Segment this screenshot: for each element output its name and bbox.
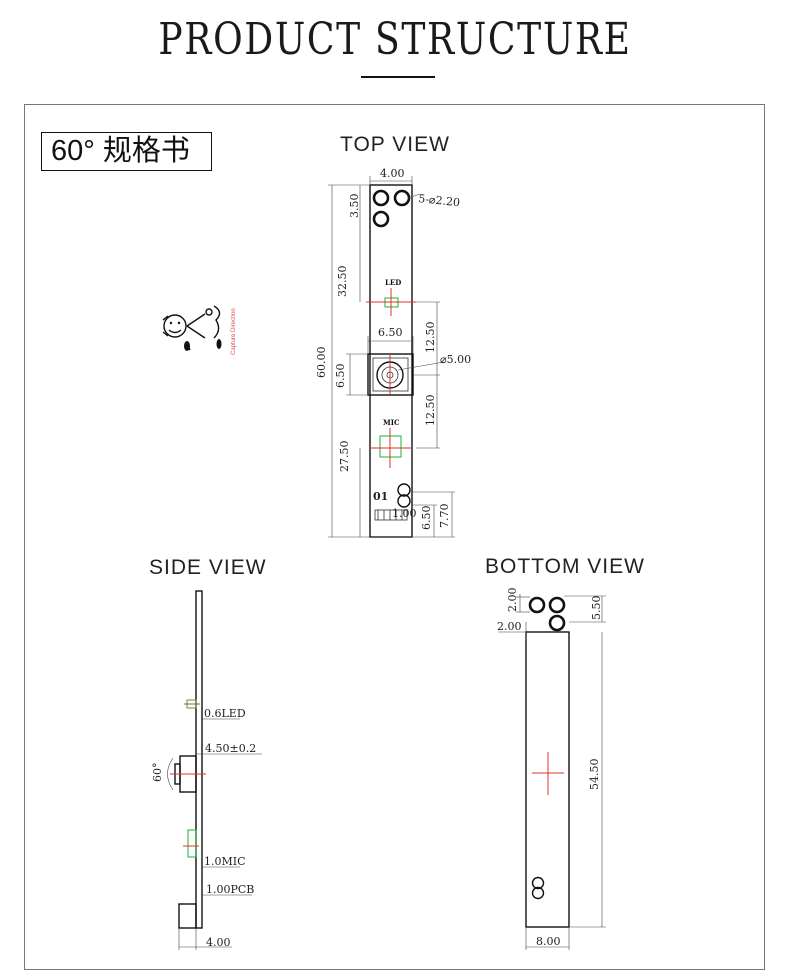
side-dim-pcb: 1.00PCB xyxy=(206,883,254,896)
dim-conn-b: 7.70 xyxy=(438,504,451,529)
bottom-dim-width: 8.00 xyxy=(536,935,561,948)
side-dim-angle: 60° xyxy=(151,763,164,783)
dim-lens-height: 6.50 xyxy=(334,364,347,389)
dim-holes: 5-⌀2.20 xyxy=(418,192,461,209)
mic-label: MIC xyxy=(383,418,400,427)
side-view-drawing xyxy=(167,590,262,950)
led-label: LED xyxy=(385,278,401,287)
bottom-view-drawing xyxy=(498,594,606,950)
hole xyxy=(372,210,390,228)
dim-total-length: 60.00 xyxy=(315,347,328,379)
page-title: PRODUCT STRUCTURE xyxy=(158,14,632,65)
top-view-label: TOP VIEW xyxy=(340,133,450,156)
dim-mic-pos: 27.50 xyxy=(338,441,351,473)
bottom-dim-length: 54.50 xyxy=(588,759,601,791)
dim-hole-offset: 3.50 xyxy=(348,194,361,219)
capture-direction-text: Capture Direction xyxy=(231,308,237,355)
side-dim-mic: 1.0MIC xyxy=(204,855,246,868)
mark-01: 01 xyxy=(373,490,388,503)
hole xyxy=(528,596,546,614)
dim-lens-dia: ⌀5.00 xyxy=(440,353,471,366)
side-dim-connector: 4.00 xyxy=(206,936,231,949)
dim-lens-width: 6.50 xyxy=(378,326,403,339)
dim-conn-a: 6.50 xyxy=(420,506,433,531)
dim-width-top: 4.00 xyxy=(380,167,405,180)
bottom-dim-hole-b: 2.00 xyxy=(497,620,522,633)
dim-upper-span: 12.50 xyxy=(424,322,437,354)
bottom-dim-hole-c: 5.50 xyxy=(590,596,603,621)
dim-lower-span: 12.50 xyxy=(424,395,437,427)
hole xyxy=(548,596,566,614)
spec-label: 60° 规格书 xyxy=(41,132,212,171)
dim-led-pos: 32.50 xyxy=(336,266,349,298)
title-underline xyxy=(361,76,435,78)
side-dim-lens-height: 4.50±0.2 xyxy=(205,742,256,755)
hole xyxy=(548,614,566,632)
hole xyxy=(393,189,411,207)
top-view-drawing xyxy=(328,176,455,538)
side-view-label: SIDE VIEW xyxy=(149,556,267,579)
side-dim-led: 0.6LED xyxy=(204,707,246,720)
dim-connector: 1.00 xyxy=(392,507,417,520)
capture-direction-icon xyxy=(162,305,222,351)
bottom-dim-hole-a: 2.00 xyxy=(506,588,519,613)
bottom-view-label: BOTTOM VIEW xyxy=(485,555,645,578)
drawing-frame xyxy=(24,104,765,970)
hole xyxy=(372,189,390,207)
